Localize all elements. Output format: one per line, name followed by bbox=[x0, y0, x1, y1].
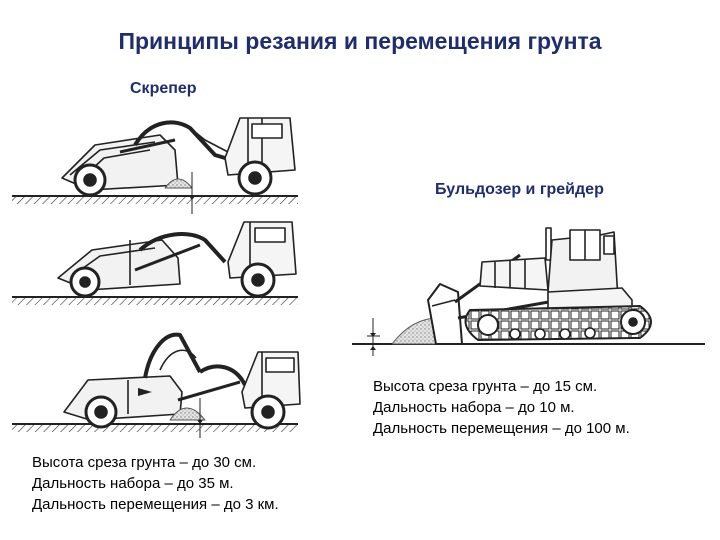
scraper-cut-depth: Высота среза грунта – до 30 см. bbox=[32, 454, 257, 471]
scraper-cutting-illustration bbox=[12, 117, 298, 214]
scraper-unloading-illustration bbox=[12, 332, 301, 438]
bulldozer-cut-depth: Высота среза грунта – до 15 см. bbox=[373, 378, 598, 395]
scraper-fill-distance: Дальность набора – до 35 м. bbox=[32, 475, 234, 492]
scraper-move-distance: Дальность перемещения – до 3 км. bbox=[32, 496, 279, 513]
bulldozer-move-distance: Дальность перемещения – до 100 м. bbox=[373, 420, 630, 437]
bulldozer-illustration bbox=[352, 227, 705, 356]
ground-strip bbox=[12, 196, 298, 204]
page-title: Принципы резания и перемещения грунта bbox=[118, 28, 602, 54]
scraper-transport-illustration bbox=[12, 221, 298, 305]
bulldozer-fill-distance: Дальность набора – до 10 м. bbox=[373, 399, 575, 416]
scraper-heading: Скрепер bbox=[130, 80, 197, 97]
bulldozer-specs: Высота среза грунта – до 15 см. Дальност… bbox=[373, 376, 630, 439]
bulldozer-heading: Бульдозер и грейдер bbox=[435, 181, 604, 198]
scraper-specs: Высота среза грунта – до 30 см. Дальност… bbox=[32, 452, 279, 515]
ground-strip bbox=[12, 297, 298, 305]
ground-strip bbox=[12, 424, 298, 432]
